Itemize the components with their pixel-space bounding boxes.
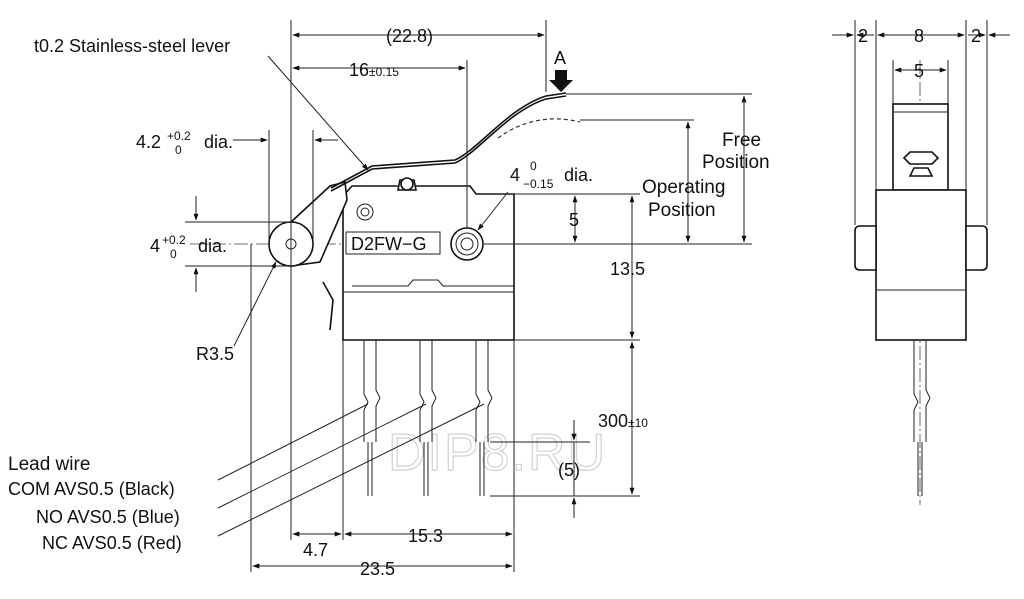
dim-13-5-label: 13.5 [610, 259, 645, 279]
roller-hole-suffix: dia. [198, 236, 227, 256]
actuation-arrow-icon [549, 70, 573, 92]
wire-no-label: NO AVS0.5 (Blue) [36, 507, 180, 527]
lever-operating-ghost [497, 118, 581, 139]
small-hole-outer [356, 203, 374, 221]
wire-nc-label: NC AVS0.5 (Red) [42, 533, 182, 553]
arm-spring [322, 281, 334, 331]
mount-hole-mid [455, 232, 479, 256]
free-position-line1: Free [722, 130, 761, 151]
hole-right-value: 4 [510, 165, 520, 185]
plunger-cap [400, 177, 414, 191]
side-dim-8-label: 8 [914, 26, 924, 46]
hole-left-tol-bottom: 0 [175, 143, 182, 157]
front-view: D2FW−G [185, 20, 752, 572]
lead-wire-no [419, 340, 437, 442]
stainless-lever [330, 92, 567, 189]
side-dim-2-right-label: 2 [971, 26, 981, 46]
side-lever [892, 103, 949, 191]
side-dim-5-label: 5 [914, 61, 924, 81]
overall-length-label: (22.8) [386, 26, 433, 46]
leader-com [217, 403, 369, 481]
hole-left-value: 4.2 [136, 132, 161, 152]
side-plunger [902, 151, 940, 165]
roller-hole-value: 4 [150, 236, 160, 256]
side-lead-wire [913, 340, 931, 442]
hole-right-tol-bottom: −0.15 [523, 177, 554, 191]
lever-span-label: 16±0.15 [349, 60, 399, 80]
dim-5-label: 5 [569, 210, 579, 230]
lead-wire-title: Lead wire [8, 454, 90, 475]
roller-hole-tol-bottom: 0 [170, 247, 177, 261]
small-hole-inner [360, 207, 370, 217]
hole-left-suffix: dia. [204, 132, 233, 152]
lead-wire-strips [367, 442, 485, 496]
wire-length-label: 300±10 [598, 411, 648, 431]
stainless-lever-back [330, 95, 567, 192]
wire-com-label: COM AVS0.5 (Black) [8, 479, 175, 499]
roller-hole-tol-top: +0.2 [162, 233, 186, 247]
switch-body [342, 185, 515, 341]
side-lead-strip [917, 442, 923, 496]
side-body [875, 189, 967, 341]
strip-length-label: (5) [558, 460, 580, 480]
hole-right-suffix: dia. [564, 165, 593, 185]
actuation-label: A [554, 48, 566, 68]
leader-mount-hole [477, 191, 509, 231]
side-view [832, 20, 1010, 505]
side-roller-right [965, 225, 988, 271]
dim-4-7-label: 4.7 [303, 540, 328, 560]
hole-right-tol-top: 0 [530, 159, 537, 173]
leader-no [217, 403, 427, 509]
model-label: D2FW−G [351, 234, 427, 254]
free-position-line2: Position [702, 152, 770, 173]
body-parting-line [352, 279, 514, 287]
operating-position-line2: Position [648, 200, 716, 221]
mount-hole-inner [460, 237, 474, 251]
side-roller-left [854, 225, 877, 271]
side-dim-2-left-label: 2 [858, 26, 868, 46]
dim-23-5-label: 23.5 [360, 559, 395, 579]
leader-nc [217, 403, 485, 537]
lead-wire-com [363, 340, 381, 442]
lead-wire-nc [475, 340, 493, 442]
leader-lever [267, 55, 369, 171]
lead-wires [363, 340, 493, 496]
dim-15-3-label: 15.3 [408, 526, 443, 546]
lever-label: t0.2 Stainless-steel lever [34, 36, 230, 56]
model-label-box [345, 231, 441, 255]
leader-radius [233, 261, 277, 347]
hole-left-tol-top: +0.2 [167, 129, 191, 143]
radius-label: R3.5 [196, 344, 234, 364]
operating-position-line1: Operating [642, 177, 725, 198]
